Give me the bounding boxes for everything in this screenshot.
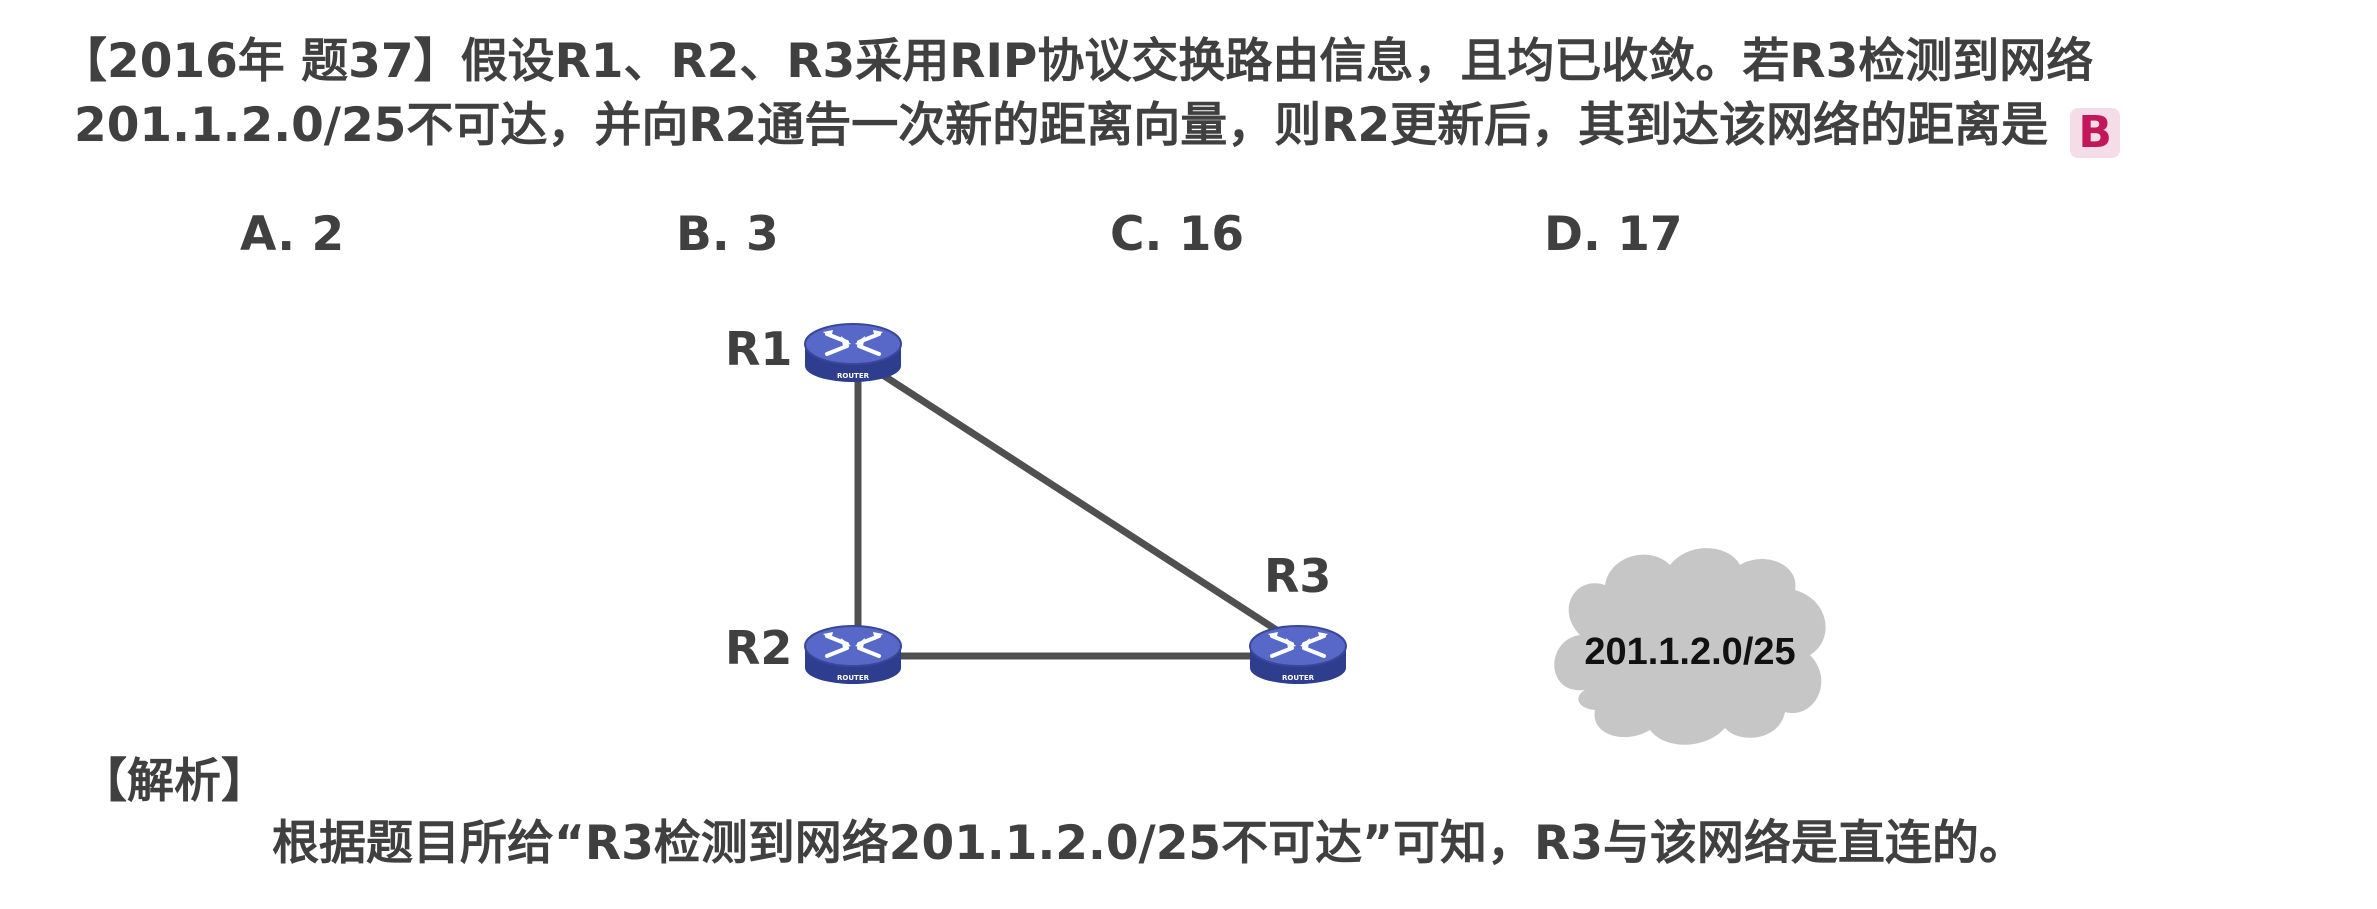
answer-badge: B [2070,108,2121,158]
option-a: A. 2 [240,207,345,262]
option-b: B. 3 [676,207,779,262]
router-r3-caption: ROUTER [1282,674,1315,682]
link-r1-r3 [873,367,1294,643]
question-line-2: 201.1.2.0/25不可达，并向R2通告一次新的距离向量，则R2更新后，其到… [74,96,2334,158]
option-c: C. 16 [1110,207,1245,262]
analysis-text: 根据题目所给“R3检测到网络201.1.2.0/25不可达”可知，R3与该网络是… [272,816,2026,871]
network-label: 201.1.2.0/25 [1584,631,1795,673]
router-r2: ROUTER [803,624,903,686]
network-cloud: 201.1.2.0/25 [1554,548,1826,745]
question-text-1: 【2016年 题37】假设R1、R2、R3采用RIP协议交换路由信息，且均已收敛… [60,34,2094,89]
analysis-title: 【解析】 [80,754,268,809]
cloud-shape [1554,548,1826,745]
question-line-1: 【2016年 题37】假设R1、R2、R3采用RIP协议交换路由信息，且均已收敛… [60,32,2320,92]
router-r3: ROUTER [1248,624,1348,686]
router-r2-label: R2 [725,621,792,675]
router-r1-caption: ROUTER [837,372,870,380]
router-r2-caption: ROUTER [837,674,870,682]
router-r1: ROUTER [803,322,903,384]
question-text-2: 201.1.2.0/25不可达，并向R2通告一次新的距离向量，则R2更新后，其到… [74,98,2049,153]
option-d: D. 17 [1544,207,1683,262]
router-r1-label: R1 [725,322,792,376]
router-r3-label: R3 [1264,549,1331,603]
links [854,352,1294,660]
